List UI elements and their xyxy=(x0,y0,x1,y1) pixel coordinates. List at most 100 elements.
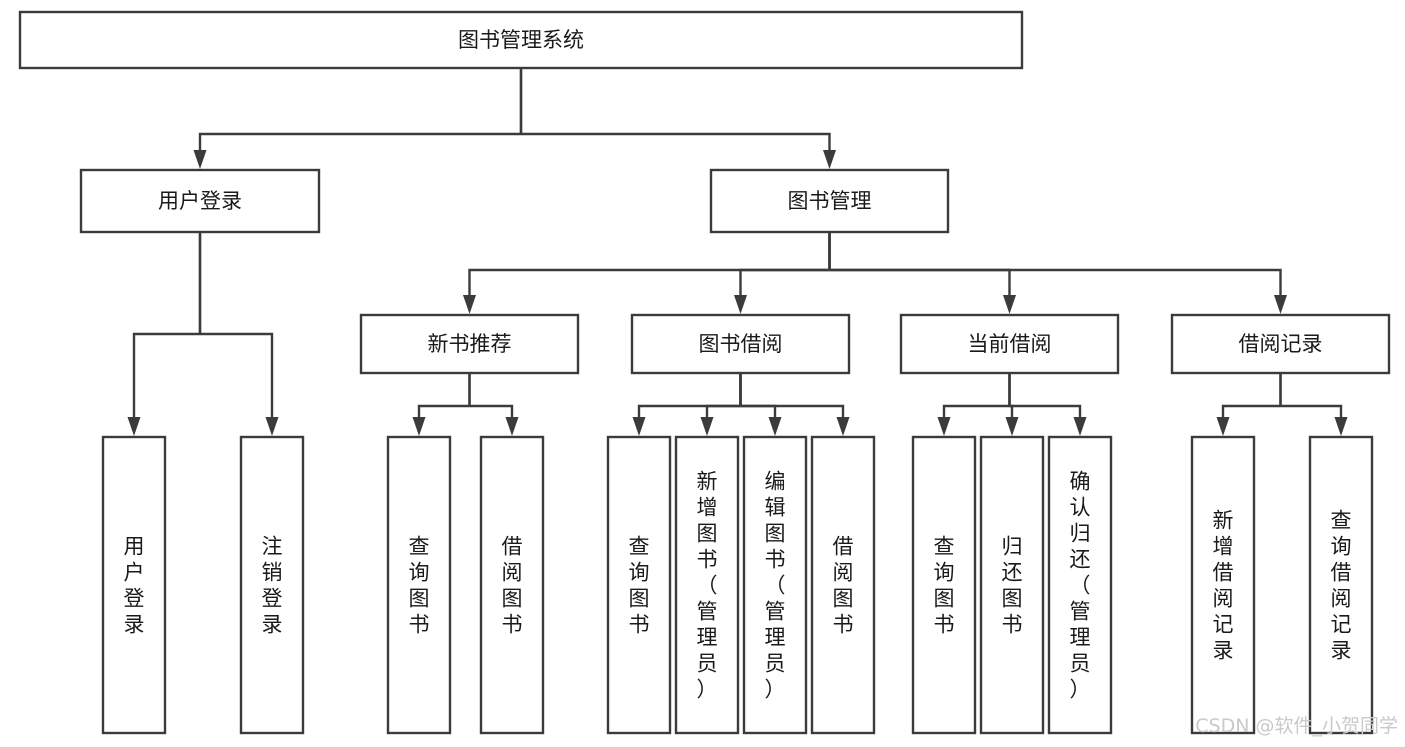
node-label: 查询图书 xyxy=(409,534,430,636)
edge-branch xyxy=(1221,404,1281,420)
node-label: 图书借阅 xyxy=(699,332,783,356)
node-box[interactable] xyxy=(1047,435,1113,735)
node-label: 借阅记录 xyxy=(1239,332,1323,356)
node-box[interactable] xyxy=(674,435,740,735)
node-box[interactable] xyxy=(899,313,1120,375)
edge-branch xyxy=(705,404,741,420)
node-label: 借阅图书 xyxy=(502,534,523,636)
node-label: 当前借阅 xyxy=(968,332,1052,356)
arrow-head-icon xyxy=(193,150,207,169)
node-new-book-recommend[interactable]: 新书推荐 xyxy=(359,313,580,375)
node-label: 新书推荐 xyxy=(428,332,512,356)
edge-图书管理-to-借阅记录 xyxy=(828,232,1287,314)
node-leaf-query-book-1[interactable]: 查询图书 xyxy=(386,435,452,735)
node-borrow-record[interactable]: 借阅记录 xyxy=(1170,313,1391,375)
node-leaf-user-login[interactable]: 用户登录 xyxy=(101,435,167,735)
edge-新书推荐-to-借阅图书 xyxy=(468,373,519,436)
edge-图书管理-to-新书推荐 xyxy=(463,232,831,314)
edge-branch xyxy=(739,268,830,298)
nodes-layer: 图书管理系统用户登录图书管理新书推荐图书借阅当前借阅借阅记录用户登录注销登录查询… xyxy=(18,10,1391,735)
node-leaf-edit-book[interactable]: 编辑图书（管理员） xyxy=(742,435,808,735)
node-box[interactable] xyxy=(606,435,672,735)
edge-branch xyxy=(468,268,830,298)
arrow-head-icon xyxy=(823,150,836,169)
edge-图书管理-to-图书借阅 xyxy=(734,232,831,314)
edge-借阅记录-to-新增借阅记录 xyxy=(1216,373,1282,436)
edge-branch xyxy=(469,404,514,420)
arrow-head-icon xyxy=(1005,417,1019,436)
node-label: 图书管理 xyxy=(788,189,872,213)
node-root[interactable]: 图书管理系统 xyxy=(18,10,1024,70)
arrow-head-icon xyxy=(937,417,951,436)
node-box[interactable] xyxy=(979,435,1045,735)
node-book-borrow[interactable]: 图书借阅 xyxy=(630,313,851,375)
node-box[interactable] xyxy=(911,435,977,735)
node-box[interactable] xyxy=(239,435,305,735)
edge-图书借阅-to-编辑图书管理员 xyxy=(739,373,782,436)
edge-branch xyxy=(200,332,274,420)
node-box[interactable] xyxy=(479,435,545,735)
node-box[interactable] xyxy=(1190,435,1256,735)
node-box[interactable] xyxy=(18,10,1024,70)
node-leaf-add-record[interactable]: 新增借阅记录 xyxy=(1190,435,1256,735)
node-user-login[interactable]: 用户登录 xyxy=(79,168,321,234)
node-label: 归还图书 xyxy=(1002,534,1023,636)
node-leaf-add-book[interactable]: 新增图书（管理员） xyxy=(674,435,740,735)
node-label: 确认归还（管理员） xyxy=(1070,469,1091,701)
node-box[interactable] xyxy=(386,435,452,735)
edge-图书借阅-to-借阅图书 xyxy=(739,373,850,436)
arrow-head-icon xyxy=(1073,417,1087,436)
edge-图书借阅-to-查询图书 xyxy=(632,373,742,436)
arrow-head-icon xyxy=(127,417,141,436)
node-label: 查询图书 xyxy=(629,534,650,636)
node-leaf-query-book-2[interactable]: 查询图书 xyxy=(606,435,672,735)
node-label: 查询借阅记录 xyxy=(1331,508,1352,662)
node-box[interactable] xyxy=(1170,313,1391,375)
edge-新书推荐-to-查询图书 xyxy=(412,373,471,436)
arrow-head-icon xyxy=(412,417,426,436)
edge-图书借阅-to-新增图书管理员 xyxy=(700,373,742,436)
node-box[interactable] xyxy=(810,435,876,735)
node-box[interactable] xyxy=(79,168,321,234)
edge-当前借阅-to-查询图书 xyxy=(937,373,1011,436)
node-box[interactable] xyxy=(101,435,167,735)
edges-layer xyxy=(127,68,1348,436)
edge-branch xyxy=(417,404,470,420)
arrow-head-icon xyxy=(265,417,279,436)
watermark-label: CSDN @软件_小贺同学 xyxy=(1195,715,1398,737)
edge-用户登录-to-用户登录 xyxy=(127,232,202,436)
node-box[interactable] xyxy=(630,313,851,375)
node-leaf-logout[interactable]: 注销登录 xyxy=(239,435,305,735)
node-leaf-confirm-return[interactable]: 确认归还（管理员） xyxy=(1047,435,1113,735)
arrow-head-icon xyxy=(1274,295,1287,314)
node-leaf-return-book[interactable]: 归还图书 xyxy=(979,435,1045,735)
node-box[interactable] xyxy=(1308,435,1374,735)
edge-当前借阅-to-确认归还管理员 xyxy=(1008,373,1087,436)
node-label: 新增借阅记录 xyxy=(1213,508,1234,662)
node-box[interactable] xyxy=(359,313,580,375)
node-box[interactable] xyxy=(709,168,950,234)
node-label: 新增图书（管理员） xyxy=(697,469,718,701)
edge-当前借阅-to-归还图书 xyxy=(1005,373,1019,436)
node-label: 图书管理系统 xyxy=(458,28,584,52)
node-label: 借阅图书 xyxy=(833,534,854,636)
arrow-head-icon xyxy=(505,417,519,436)
node-leaf-query-record[interactable]: 查询借阅记录 xyxy=(1308,435,1374,735)
node-leaf-borrow-book-1[interactable]: 借阅图书 xyxy=(479,435,545,735)
edge-图书管理-to-当前借阅 xyxy=(828,232,1016,314)
edge-branch xyxy=(1009,404,1082,420)
arrow-head-icon xyxy=(836,417,850,436)
edge-branch xyxy=(1280,404,1343,420)
edge-借阅记录-to-查询借阅记录 xyxy=(1279,373,1348,436)
edge-branch xyxy=(829,268,1282,298)
arrow-head-icon xyxy=(1216,417,1230,436)
edge-图书管理系统-to-图书管理 xyxy=(519,68,836,169)
node-leaf-borrow-book-2[interactable]: 借阅图书 xyxy=(810,435,876,735)
node-leaf-query-book-3[interactable]: 查询图书 xyxy=(911,435,977,735)
node-book-manage[interactable]: 图书管理 xyxy=(709,168,950,234)
node-current-borrow[interactable]: 当前借阅 xyxy=(899,313,1120,375)
node-box[interactable] xyxy=(742,435,808,735)
edge-branch xyxy=(942,404,1010,420)
